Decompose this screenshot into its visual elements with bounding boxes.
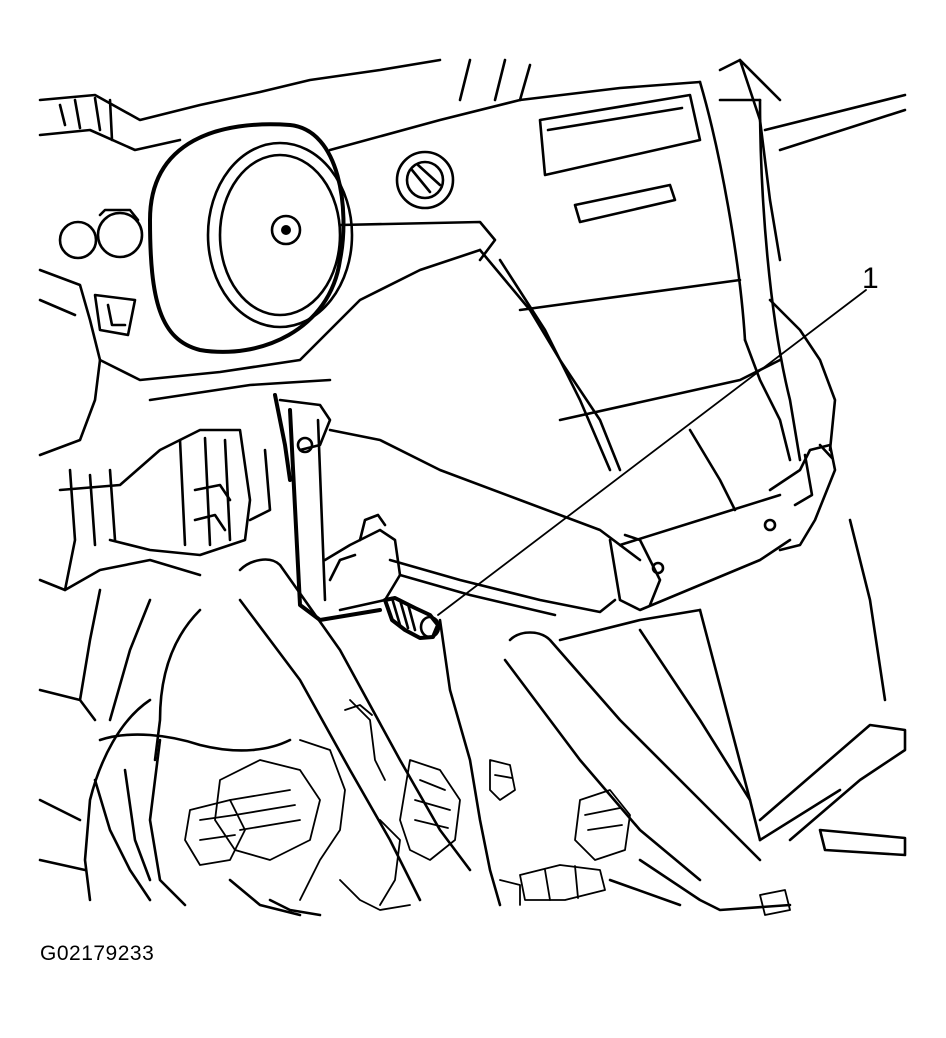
pedal-area [438, 518, 907, 916]
callout-label-1: 1 [862, 262, 879, 295]
instrument-panel [38, 58, 907, 512]
callout-leader-line [437, 289, 867, 616]
left-module [38, 428, 272, 722]
mounting-bracket [273, 393, 837, 640]
lower-column [38, 558, 516, 917]
figure-id: G02179233 [40, 942, 155, 965]
